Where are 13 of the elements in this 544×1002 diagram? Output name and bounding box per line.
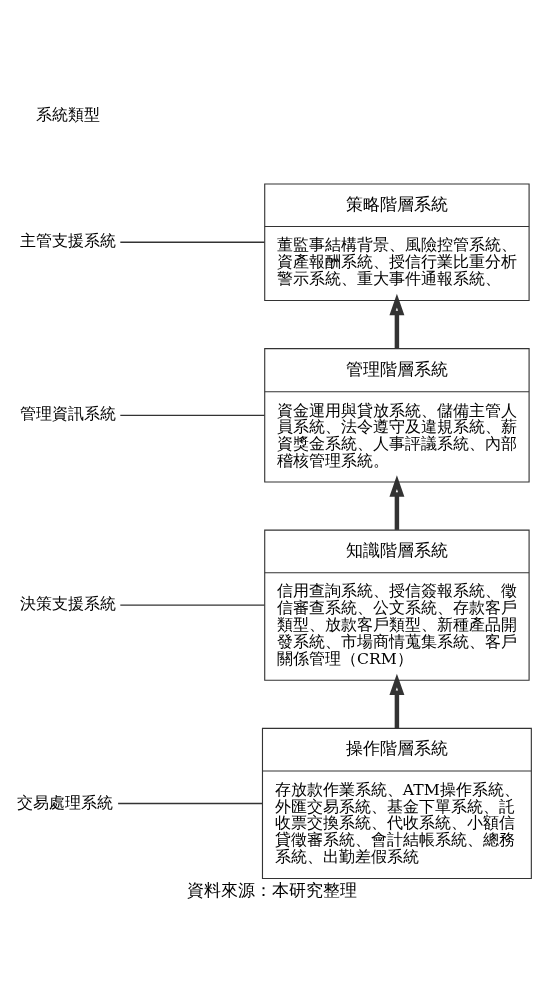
node-text: 主管支援系統 [19,231,116,251]
arrow [389,293,405,349]
node-text: 交易處理系統 [17,792,114,812]
connector [119,414,266,416]
caption: 資料來源：本研究整理 [187,880,357,901]
arrow [389,673,405,729]
connector [119,241,266,243]
connector [119,604,266,606]
arrow [389,475,405,530]
node-text: 管理資訊系統 [19,404,116,424]
connector [117,802,264,805]
label: 系統類型 [35,104,100,124]
node-text: 決策支援系統 [19,594,116,614]
